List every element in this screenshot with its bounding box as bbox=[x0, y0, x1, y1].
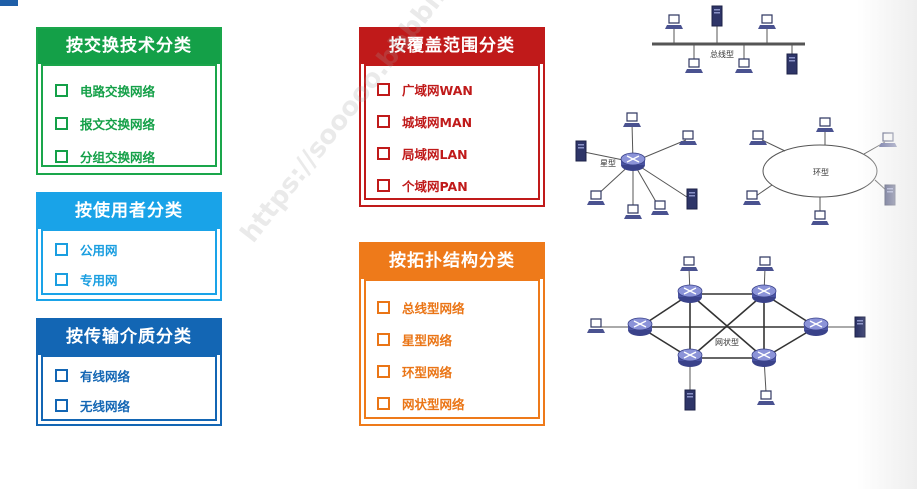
panel-users: 按使用者分类 公用网 专用网 bbox=[36, 192, 222, 301]
panel-medium-title: 按传输介质分类 bbox=[38, 320, 220, 355]
checkbox-icon bbox=[377, 146, 390, 160]
checkbox-icon bbox=[377, 82, 390, 96]
router-icon bbox=[751, 348, 777, 368]
panel-topology-title: 按拓扑结构分类 bbox=[361, 244, 543, 279]
list-item[interactable]: 分组交换网络 bbox=[43, 140, 215, 173]
list-item[interactable]: 个域网PAN bbox=[366, 169, 538, 201]
mesh-label: 网状型 bbox=[715, 337, 739, 347]
computer-icon bbox=[586, 318, 606, 334]
list-item[interactable]: 专用网 bbox=[43, 264, 215, 294]
computer-icon bbox=[755, 256, 775, 272]
computer-icon bbox=[684, 58, 704, 74]
panel-coverage: 按覆盖范围分类 广域网WAN 城域网MAN 局域网LAN 个域网PAN bbox=[359, 27, 545, 207]
list-item[interactable]: 城域网MAN bbox=[366, 105, 538, 137]
checkbox-icon bbox=[55, 150, 68, 163]
checkbox-icon bbox=[55, 242, 68, 256]
computer-icon bbox=[734, 58, 754, 74]
computer-icon bbox=[622, 112, 642, 128]
server-icon bbox=[575, 140, 587, 162]
computer-icon bbox=[678, 130, 698, 146]
panel-users-title: 按使用者分类 bbox=[38, 194, 220, 229]
computer-icon bbox=[815, 117, 835, 133]
corner-mark bbox=[0, 0, 18, 6]
computer-icon bbox=[650, 200, 670, 216]
list-item[interactable]: 网状型网络 bbox=[366, 387, 538, 419]
computer-icon bbox=[742, 190, 762, 206]
router-icon bbox=[677, 284, 703, 304]
panel-topology: 按拓扑结构分类 总线型网络 星型网络 环型网络 网状型网络 bbox=[359, 242, 545, 426]
panel-switching: 按交换技术分类 电路交换网络 报文交换网络 分组交换网络 bbox=[36, 27, 222, 175]
router-icon bbox=[627, 317, 653, 337]
router-icon bbox=[803, 317, 829, 337]
computer-icon bbox=[756, 390, 776, 406]
server-icon bbox=[686, 188, 698, 210]
checkbox-icon bbox=[377, 300, 390, 314]
mesh-topology bbox=[639, 293, 817, 359]
router-icon bbox=[620, 152, 646, 172]
computer-icon bbox=[757, 14, 777, 30]
router-icon bbox=[751, 284, 777, 304]
checkbox-icon bbox=[55, 272, 68, 286]
list-item[interactable]: 报文交换网络 bbox=[43, 107, 215, 140]
server-icon bbox=[711, 5, 723, 27]
computer-icon bbox=[664, 14, 684, 30]
panel-medium: 按传输介质分类 有线网络 无线网络 bbox=[36, 318, 222, 426]
panel-switching-title: 按交换技术分类 bbox=[38, 29, 220, 64]
checkbox-icon bbox=[55, 368, 68, 382]
list-item[interactable]: 无线网络 bbox=[43, 390, 215, 420]
list-item[interactable]: 公用网 bbox=[43, 234, 215, 264]
panel-coverage-title: 按覆盖范围分类 bbox=[361, 29, 543, 64]
computer-icon bbox=[748, 130, 768, 146]
list-item[interactable]: 星型网络 bbox=[366, 323, 538, 355]
router-icon bbox=[677, 348, 703, 368]
checkbox-icon bbox=[377, 332, 390, 346]
checkbox-icon bbox=[377, 396, 390, 410]
computer-icon bbox=[810, 210, 830, 226]
checkbox-icon bbox=[55, 84, 68, 97]
server-icon bbox=[786, 53, 798, 75]
server-icon bbox=[684, 389, 696, 411]
computer-icon bbox=[623, 204, 643, 220]
list-item[interactable]: 局域网LAN bbox=[366, 137, 538, 169]
checkbox-icon bbox=[377, 114, 390, 128]
checkbox-icon bbox=[55, 117, 68, 130]
ring-label: 环型 bbox=[813, 168, 829, 177]
checkbox-icon bbox=[377, 178, 390, 192]
computer-icon bbox=[586, 190, 606, 206]
checkbox-icon bbox=[55, 398, 68, 412]
list-item[interactable]: 电路交换网络 bbox=[43, 74, 215, 107]
star-label: 星型 bbox=[600, 159, 616, 168]
bus-topology: 总线型 bbox=[652, 5, 805, 75]
checkbox-icon bbox=[377, 364, 390, 378]
bus-label: 总线型 bbox=[710, 49, 734, 59]
list-item[interactable]: 有线网络 bbox=[43, 360, 215, 390]
list-item[interactable]: 环型网络 bbox=[366, 355, 538, 387]
list-item[interactable]: 总线型网络 bbox=[366, 291, 538, 323]
right-edge-fade bbox=[857, 0, 917, 489]
computer-icon bbox=[679, 256, 699, 272]
list-item[interactable]: 广域网WAN bbox=[366, 73, 538, 105]
